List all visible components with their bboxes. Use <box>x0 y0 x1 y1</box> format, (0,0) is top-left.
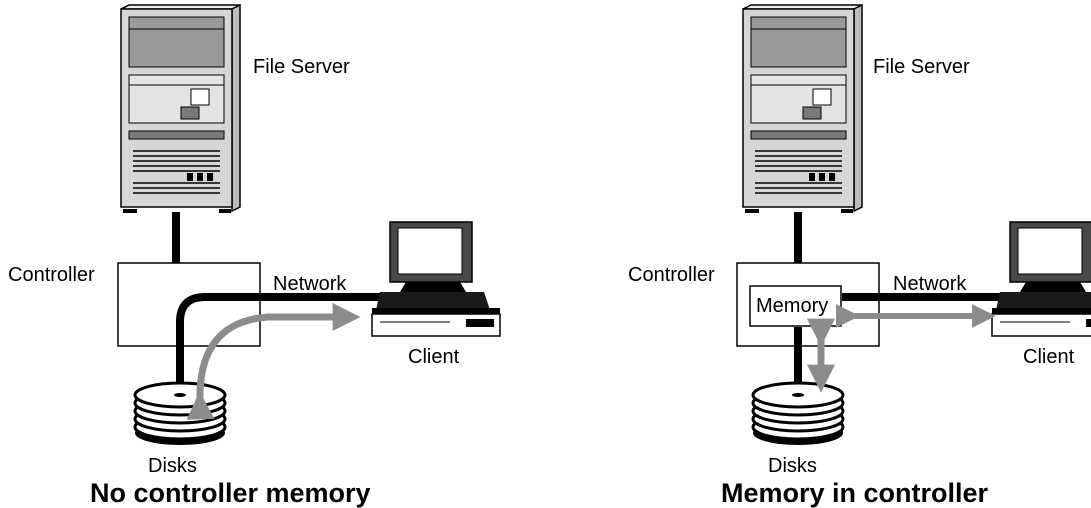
file-server-icon <box>742 4 863 214</box>
panel-caption: No controller memory <box>90 478 371 508</box>
disks-label: Disks <box>768 455 817 477</box>
client-label: Client <box>408 346 460 368</box>
network-label: Network <box>893 273 967 295</box>
file-server-label: File Server <box>873 56 970 78</box>
file-server-label: File Server <box>253 56 350 78</box>
panel-memory-in-controller: File Server Controller Network Memory Cl… <box>628 4 1091 508</box>
panel-caption: Memory in controller <box>721 478 989 508</box>
panel-no-controller-memory: File Server Controller Network Client Di… <box>8 4 501 508</box>
network-label: Network <box>273 273 347 295</box>
client-computer-icon <box>991 221 1091 337</box>
disk-stack-icon <box>751 381 845 447</box>
network-cable <box>176 293 380 392</box>
disk-stack-icon <box>133 381 227 447</box>
controller-label: Controller <box>8 264 95 286</box>
client-computer-icon <box>371 221 501 337</box>
data-flow-arrow <box>186 303 361 420</box>
file-server-icon <box>120 4 241 214</box>
client-label: Client <box>1023 346 1075 368</box>
disks-label: Disks <box>148 455 197 477</box>
controller-label: Controller <box>628 264 715 286</box>
memory-label: Memory <box>756 295 828 317</box>
